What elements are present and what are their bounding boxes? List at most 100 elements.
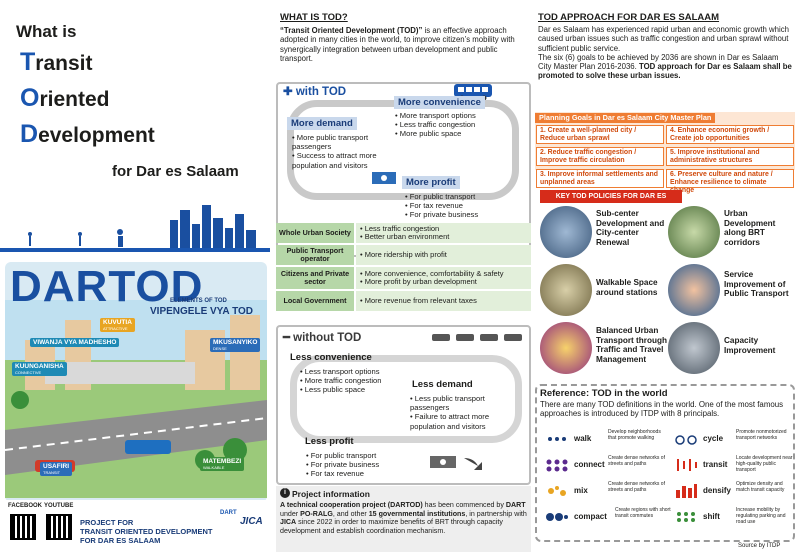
vipengele-label: VIPENGELE VYA TOD <box>150 306 253 317</box>
reference-title: Reference: TOD in the world <box>540 388 668 399</box>
principle-walk-desc: Develop neighborhoods that promote walki… <box>608 429 661 441</box>
project-info-segment: JICA <box>280 518 297 527</box>
key-policies-banner: KEY TOD POLICIES FOR DAR ES SALAAM <box>540 190 682 213</box>
more-convenience-heading: More convenience <box>394 96 485 109</box>
photo-brt-corridor <box>668 206 720 258</box>
source-label: Source by ITDP <box>738 543 781 549</box>
principle-transit: transit <box>703 460 728 469</box>
traffic-cars-icon <box>432 334 522 341</box>
facebook-label: FACEBOOK <box>8 503 43 509</box>
principle-cycle-desc: Promote nonmotorized transport networks <box>736 429 787 441</box>
dartod-logo: DARTOD <box>10 262 204 311</box>
less-profit-heading: Less profit <box>305 436 354 447</box>
policy-walkable-space: Walkable Space around stations <box>596 278 658 297</box>
photo-public-transport <box>668 264 720 316</box>
walk-icon <box>548 437 566 441</box>
cycle-icon <box>675 435 697 445</box>
principle-transit-desc: Locate development near high-quality pub… <box>736 455 793 473</box>
goal-item: 3. Improve informal settlements and unpl… <box>536 169 664 188</box>
tod-intro-text: “Transit Oriented Development (TOD)” is … <box>280 26 515 64</box>
principle-densify: densify <box>703 486 732 495</box>
less-profit-list: For public transportFor private business… <box>306 451 379 479</box>
policy-capacity: Capacity Improvement <box>724 336 776 355</box>
principle-compact: compact <box>574 512 607 521</box>
reference-text: There are many TOD definitions in the wo… <box>540 400 784 419</box>
money-icon <box>372 172 396 184</box>
more-demand-heading: More demand <box>287 117 357 130</box>
transit-icon <box>677 459 697 471</box>
dart-logo: DART <box>220 510 237 516</box>
photo-walkable-space <box>540 264 592 316</box>
role-row: Citizens and Private sectorMore convenie… <box>276 267 531 289</box>
jica-logo: JICA <box>240 516 263 527</box>
left-footer <box>0 500 270 554</box>
project-info-segment: , and other <box>332 509 369 518</box>
youtube-qr-code[interactable] <box>46 514 72 540</box>
role-row: Public Transport operatorMore ridership … <box>276 245 531 265</box>
project-info-box <box>276 486 531 552</box>
more-convenience-list: More transport optionsLess traffic conge… <box>395 111 476 139</box>
connect-icon <box>546 459 568 472</box>
project-info-segment: under <box>280 509 301 518</box>
more-profit-heading: More profit <box>402 176 460 189</box>
more-demand-list: More public transport passengersSuccess … <box>292 133 392 170</box>
tod-approach-text: Dar es Salaam has experienced rapid urba… <box>538 25 792 81</box>
elements-label: ELEMENTS OF TOD <box>170 298 227 304</box>
policy-traffic-management: Balanced Urban Transport through Traffic… <box>596 326 667 364</box>
without-tod-box <box>276 325 531 485</box>
principle-connect: connect <box>574 460 605 469</box>
principle-shift-desc: Increase mobility by regulating parking … <box>736 507 786 525</box>
reference-box <box>535 384 795 542</box>
principle-cycle: cycle <box>703 434 724 443</box>
info-icon: i <box>280 488 290 498</box>
principle-walk: walk <box>574 434 592 443</box>
principle-compact-desc: Create regions with short transit commut… <box>615 507 671 519</box>
project-info-text: A technical cooperation project (DARTOD)… <box>280 501 530 535</box>
role-row: Whole Urban SocietyLess traffic congesti… <box>276 223 531 243</box>
project-info-segment: 15 governmental institutions <box>368 509 466 518</box>
project-info-title: Project information <box>292 489 370 499</box>
project-info-segment: , in partnership with <box>465 509 527 518</box>
less-convenience-heading: Less convenience <box>290 352 372 363</box>
tag-viwanja: VIWANJA VYA MADHESHO <box>30 338 120 347</box>
policy-sub-center: Sub-center Development and City-center R… <box>596 209 665 247</box>
planning-goals-title: Planning Goals in Dar es Salaam City Mas… <box>535 113 716 123</box>
less-demand-list: Less public transport passengersFailure … <box>410 394 525 431</box>
goal-item: 6. Preserve culture and nature / Enhance… <box>666 169 794 194</box>
photo-sub-center <box>540 206 592 258</box>
without-tod-label: ━ without TOD <box>283 332 362 344</box>
role-row: Local GovernmentMore revenue from releva… <box>276 291 531 311</box>
principle-shift: shift <box>703 512 720 521</box>
tod-approach-heading: TOD APPROACH FOR DAR ES SALAAM <box>538 12 720 23</box>
project-info-segment: DART <box>505 501 526 509</box>
goal-item: 5. Improve institutional and administrat… <box>666 147 794 166</box>
policy-brt-corridor: Urban Development along BRT corridors <box>724 209 776 247</box>
principle-connect-desc: Create dense networks of streets and pat… <box>608 455 665 467</box>
goal-item: 1. Create a well-planned city / Reduce u… <box>536 125 664 144</box>
project-info-segment: PO-RALG <box>300 509 333 518</box>
money-decrease-icon <box>430 456 482 470</box>
project-for-label: PROJECT FOR TRANSIT ORIENTED DEVELOPMENT… <box>80 518 213 545</box>
principle-mix-desc: Create dense networks of streets and pat… <box>608 481 665 493</box>
densify-icon <box>676 484 697 498</box>
shift-icon <box>677 512 695 522</box>
mix-icon <box>548 486 566 496</box>
policy-public-transport: Service Improvement of Public Transport <box>724 270 789 299</box>
what-is-tod-heading: WHAT IS TOD? <box>280 12 348 23</box>
goal-item: 4. Enhance economic growth / Create job … <box>666 125 794 144</box>
title-transit: Transit <box>20 48 93 76</box>
less-convenience-list: Less transport optionsMore traffic conge… <box>300 367 382 395</box>
what-is-heading: What is <box>16 22 77 41</box>
photo-traffic-management <box>540 322 592 374</box>
facebook-qr-code[interactable] <box>10 514 36 540</box>
title-oriented: Oriented <box>20 84 110 112</box>
project-info-segment: since 2022 in order to maximize benefits… <box>280 518 503 535</box>
project-info-segment: has been commenced by <box>422 501 506 509</box>
less-demand-heading: Less demand <box>412 379 473 390</box>
goal-item: 2. Reduce traffic congestion / Improve t… <box>536 147 664 166</box>
